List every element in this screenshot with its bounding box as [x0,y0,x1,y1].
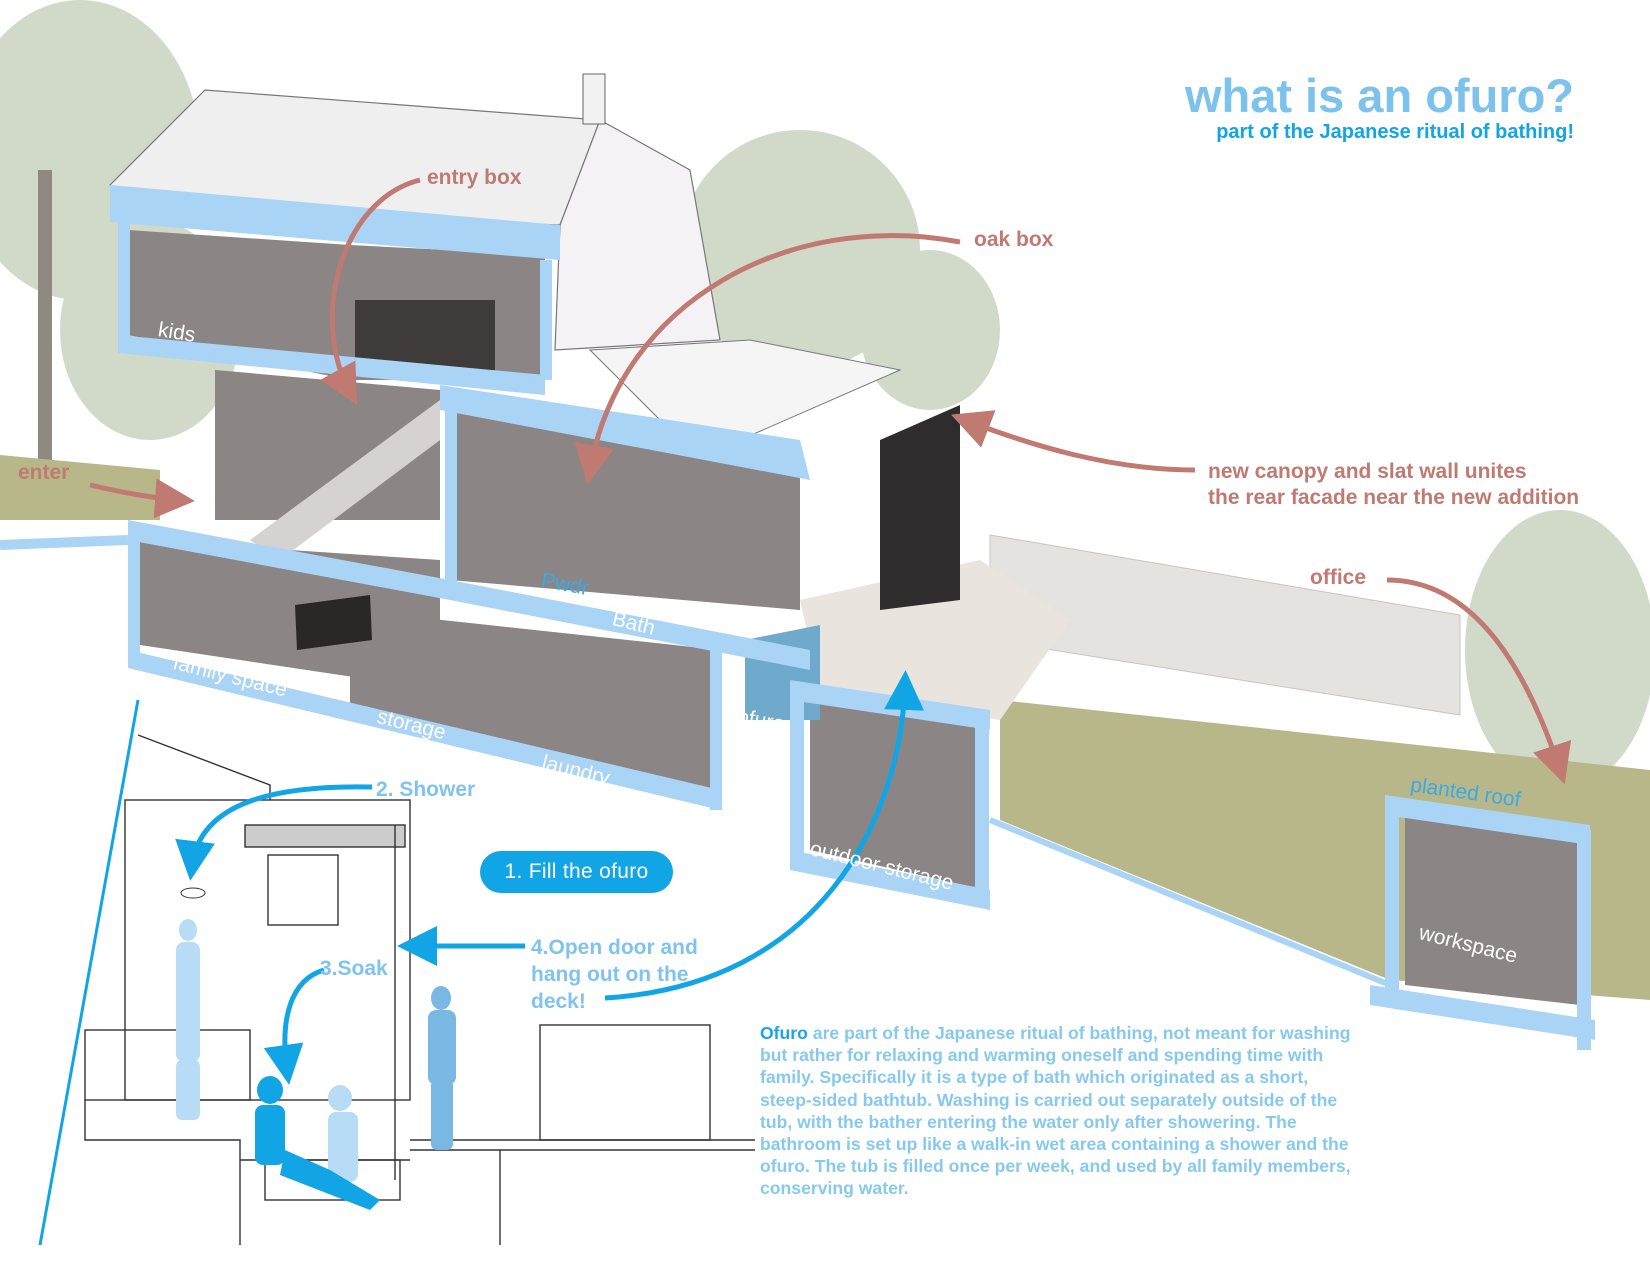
step-soak-label: 3.Soak [320,957,388,980]
bather-figures [176,887,456,1210]
section-cut-walls [110,185,1595,1050]
step-fill-ofuro-badge: 1. Fill the ofuro [480,851,673,893]
callout-entry-box: entry box [427,166,522,189]
chimney [582,73,606,125]
callout-office: office [1310,566,1367,589]
ground-line [0,535,129,550]
callout-canopy: new canopy and slat wall unites the rear… [1208,460,1580,509]
description-lead: Ofuro [760,1023,808,1043]
step-shower-label: 2. Shower [376,778,476,801]
callout-oak-box: oak box [974,228,1054,251]
callout-arrows-red [89,177,1572,785]
section-interiors [128,230,1580,1005]
ofuro-description: Ofuro are part of the Japanese ritual of… [760,1022,1360,1200]
sofa [295,595,372,650]
description-body: are part of the Japanese ritual of bathi… [760,1023,1351,1199]
step-deck-label: 4.Open door and hang out on the deck! [531,936,698,1013]
lawn-left [0,455,160,520]
ground-line-right [988,817,1392,988]
canopy-roof [588,339,902,441]
deck [800,560,1070,720]
stair [250,400,440,560]
step-arrows-blue [175,670,925,1085]
callout-enter: enter [18,461,70,484]
stair-balcony [355,300,495,370]
bathroom-section-drawing [38,699,755,1246]
gable-wall [554,119,721,351]
room-label-kids: kids [156,318,197,347]
page-title: what is an ofuro? [1184,69,1574,122]
slat-wall [880,405,960,610]
tree-trunk [38,170,52,480]
ofuro-tub [745,625,820,720]
page-subtitle: part of the Japanese ritual of bathing! [1216,121,1574,143]
